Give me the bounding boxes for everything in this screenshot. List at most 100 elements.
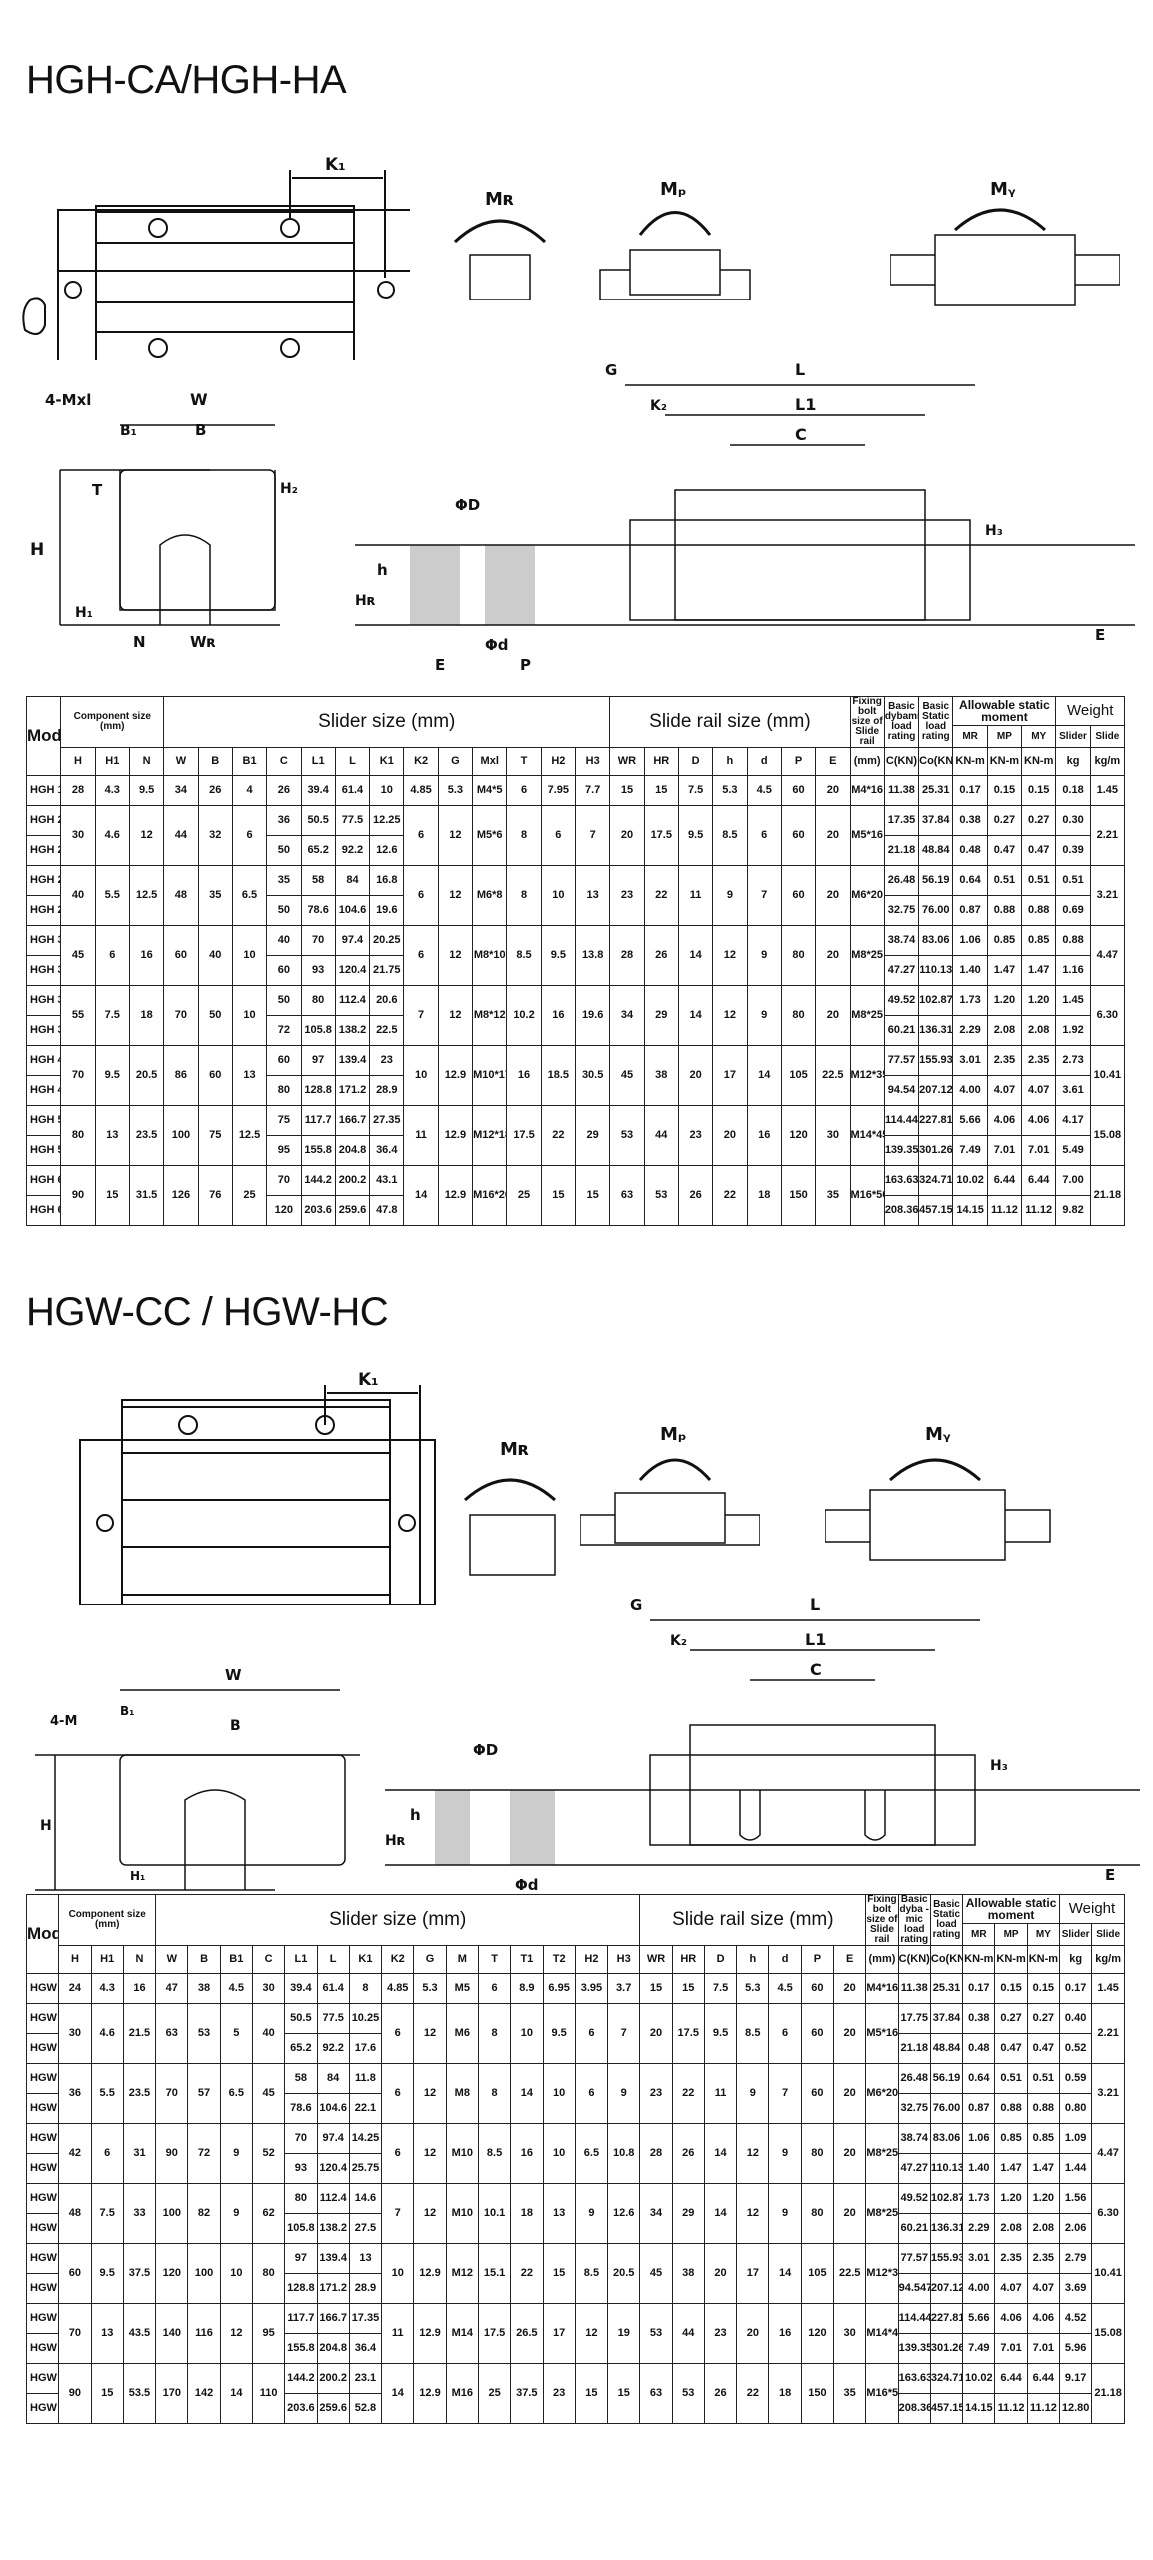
- cell-h: 20: [736, 2303, 770, 2364]
- cell-k1: 43.1: [369, 1165, 405, 1196]
- cell-k1: 13: [348, 2243, 383, 2274]
- cell-n: 12.5: [128, 865, 165, 926]
- cell-t: 8: [477, 2003, 512, 2064]
- cell-wrail: 4.47: [1091, 2123, 1125, 2184]
- section-hgw: HGW-CC / HGW-HC K₁ Mʀ: [0, 1270, 1153, 2560]
- cell-my: 2.08: [1026, 2213, 1061, 2244]
- cell-k1: 11.8: [348, 2063, 383, 2094]
- cell-mxl: M5*6: [472, 805, 508, 866]
- column-header: H: [58, 1945, 92, 1974]
- cell-wr: 15: [609, 775, 645, 806]
- column-header: Mxl: [472, 747, 508, 776]
- cell-cdyn: 139.35: [883, 1135, 920, 1166]
- cell-wr: 63: [639, 2363, 673, 2424]
- cell-my: 0.15: [1026, 1973, 1061, 2004]
- header-weight: Weight: [1059, 1894, 1125, 1924]
- column-header: L: [334, 747, 371, 776]
- cell-co: 301.26: [929, 2333, 964, 2364]
- cell-wslider: 12.80: [1058, 2393, 1093, 2424]
- cell-mr: 1.40: [962, 2153, 996, 2184]
- cell-g: 12.9: [413, 2303, 447, 2364]
- cell-wr: 45: [639, 2243, 673, 2304]
- cell-co: 48.84: [918, 835, 954, 866]
- e-label: E: [435, 656, 445, 674]
- cell-bolt: M16*50: [849, 1165, 885, 1226]
- cell-h3: 9: [607, 2063, 641, 2124]
- cell-k1: 36.4: [348, 2333, 383, 2364]
- cell-k2: 10: [381, 2243, 415, 2304]
- cell-h: 9: [712, 865, 748, 926]
- cell-k1: 22.5: [369, 1015, 405, 1046]
- cell-mxl: M10*17: [472, 1045, 508, 1106]
- cell-b: 38: [187, 1973, 221, 2004]
- side-view-diagram: G L K₂ L1 C H₃ ΦD h Hʀ Φd E P E: [385, 1590, 1145, 1920]
- cell-t: 10.1: [477, 2183, 512, 2244]
- cell-c: 50: [266, 835, 302, 866]
- column-header: WR: [609, 747, 645, 776]
- cell-cdyn: 21.18: [897, 2033, 931, 2064]
- p-label: P: [520, 656, 531, 674]
- model-cell: HGH 25HA: [25, 895, 62, 926]
- cell-cdyn: 60.21: [897, 2213, 931, 2244]
- cell-bolt: M14*45: [849, 1105, 885, 1166]
- cell-p: 80: [780, 985, 817, 1046]
- cell-my: 0.15: [1021, 775, 1057, 806]
- cell-mr: 7.49: [952, 1135, 988, 1166]
- cell-my: 0.51: [1026, 2063, 1061, 2094]
- cell-co: 457.15: [918, 1195, 954, 1226]
- cell-bolt: M12*35: [849, 1045, 885, 1106]
- cell-h2: 9: [574, 2183, 609, 2244]
- cell-co: 37.84: [929, 2003, 964, 2034]
- cell-d: 26: [703, 2363, 738, 2424]
- cell-h: 5.3: [736, 1973, 770, 2004]
- cell-h: 17: [736, 2243, 770, 2304]
- model-cell: HGW 55HC: [25, 2333, 60, 2364]
- cell-b: 76: [197, 1165, 233, 1226]
- cell-wr: 15: [639, 1973, 673, 2004]
- column-header: G: [413, 1945, 447, 1974]
- cell-l1: 65.2: [284, 2033, 318, 2064]
- cell-wslider: 2.73: [1055, 1045, 1091, 1076]
- cell-c: 36: [266, 805, 302, 836]
- header-component: Component size (mm): [60, 696, 165, 748]
- w-label: W: [190, 390, 208, 409]
- c-label: C: [810, 1660, 822, 1679]
- cell-cdyn: 17.35: [883, 805, 920, 836]
- cell-mr: 10.02: [962, 2363, 996, 2394]
- cell-h: 12: [736, 2183, 770, 2244]
- my-label: Mᵧ: [990, 179, 1016, 200]
- cell-bolt: M5*16: [865, 2003, 899, 2064]
- cell-my: 0.27: [1021, 805, 1057, 836]
- cell-w: 126: [163, 1165, 199, 1226]
- cell-k2: 6: [403, 865, 439, 926]
- n-label: N: [133, 633, 146, 651]
- cell-hr: 22: [643, 865, 679, 926]
- cell-p: 60: [800, 2063, 835, 2124]
- cell-k1: 25.75: [348, 2153, 383, 2184]
- cell-g: 12: [413, 2183, 447, 2244]
- cell-t2: 17: [542, 2303, 576, 2364]
- l1-label: L1: [805, 1630, 826, 1649]
- column-header: H1: [90, 1945, 124, 1974]
- cell-h: 90: [58, 2363, 92, 2424]
- cell-l1: 39.4: [284, 1973, 318, 2004]
- table-row: HGH 35CA557.5187050105080112.420.6712M8*…: [25, 985, 1126, 1046]
- column-header: H1: [94, 747, 130, 776]
- cell-mr: 0.87: [962, 2093, 996, 2124]
- cell-co: 48.84: [929, 2033, 964, 2064]
- cell-mp: 0.47: [986, 835, 1023, 866]
- cell-h3: 15: [607, 2363, 641, 2424]
- cell-k1: 20.6: [369, 985, 405, 1016]
- cell-k1: 28.9: [348, 2273, 383, 2304]
- cell-k2: 6: [381, 2123, 415, 2184]
- cell-n: 37.5: [122, 2243, 157, 2304]
- cell-t: 10.2: [506, 985, 542, 1046]
- cell-d: 9: [768, 2123, 802, 2184]
- cell-mr: 0.64: [962, 2063, 996, 2094]
- subheader-mr: MR: [952, 725, 988, 748]
- side-view-diagram: G L K₂ L1 C H₃ ΦD h Hʀ Φd E P E: [355, 360, 1145, 680]
- cell-l: 166.7: [316, 2303, 350, 2334]
- cell-t2: 10: [542, 2063, 576, 2124]
- cell-mr: 10.02: [952, 1165, 988, 1196]
